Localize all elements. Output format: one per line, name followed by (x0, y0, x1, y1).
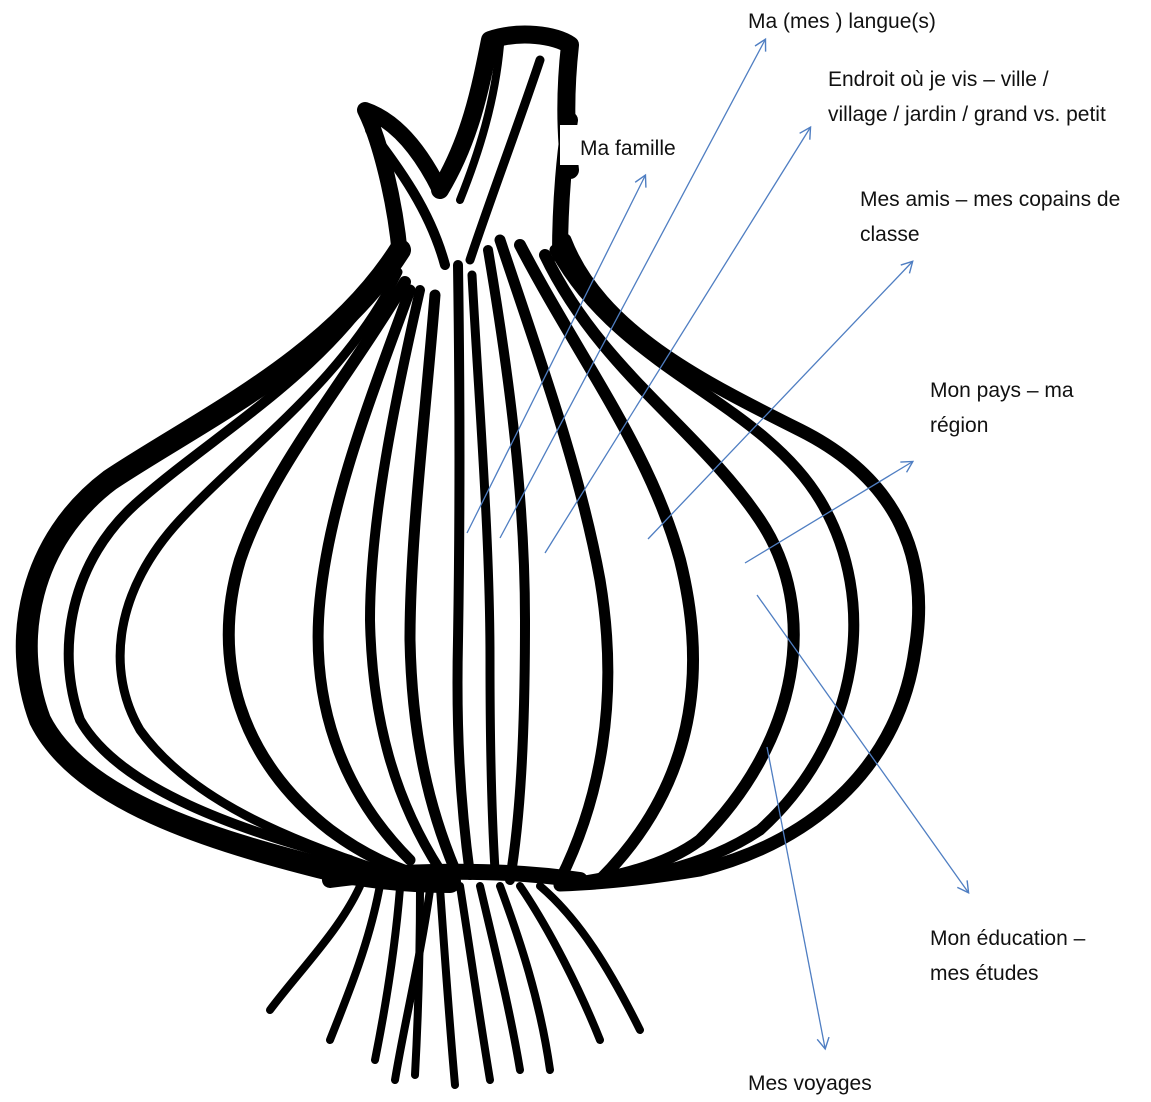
onion-icon (27, 35, 919, 1085)
label-langues: Ma (mes ) langue(s) (748, 4, 936, 39)
label-voyages-line-1: Mes voyages (748, 1066, 872, 1101)
label-education-line-1: Mon éducation – (930, 921, 1085, 956)
label-famille: Ma famille (580, 131, 676, 166)
label-endroit: Endroit où je vis – ville / village / ja… (828, 62, 1106, 132)
onion-layer-center-2 (472, 275, 495, 870)
label-pays: Mon pays – ma région (930, 373, 1074, 443)
label-amis-line-2: classe (860, 217, 1120, 252)
label-pays-line-1: Mon pays – ma (930, 373, 1074, 408)
arrow-amis (648, 262, 912, 539)
label-famille-line-1: Ma famille (580, 131, 676, 166)
label-education: Mon éducation – mes études (930, 921, 1085, 991)
onion-layer-left-6 (410, 295, 455, 870)
label-amis: Mes amis – mes copains de classe (860, 182, 1120, 252)
label-education-line-2: mes études (930, 956, 1085, 991)
label-endroit-line-1: Endroit où je vis – ville / (828, 62, 1106, 97)
label-voyages: Mes voyages (748, 1066, 872, 1101)
onion-roots (270, 885, 640, 1085)
onion-layer-center-1 (458, 265, 471, 875)
arrow-endroit (545, 128, 810, 553)
label-endroit-line-2: village / jardin / grand vs. petit (828, 97, 1106, 132)
label-langues-line-1: Ma (mes ) langue(s) (748, 4, 936, 39)
onion-base (330, 872, 580, 880)
label-amis-line-1: Mes amis – mes copains de (860, 182, 1120, 217)
arrow-education (757, 595, 968, 892)
label-pays-line-2: région (930, 408, 1074, 443)
